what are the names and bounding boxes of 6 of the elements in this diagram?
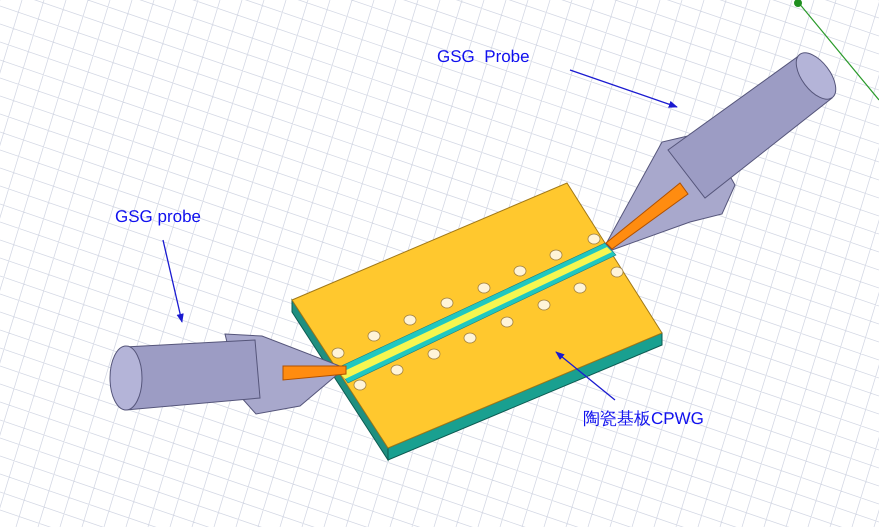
leader-line [570, 69, 678, 108]
callout-label: 陶瓷基板CPWG [583, 409, 704, 429]
leader-line [555, 351, 616, 400]
callout-label: GSG probe [115, 207, 201, 227]
callout-label: GSG Probe [437, 47, 530, 67]
leader-line [162, 240, 184, 323]
